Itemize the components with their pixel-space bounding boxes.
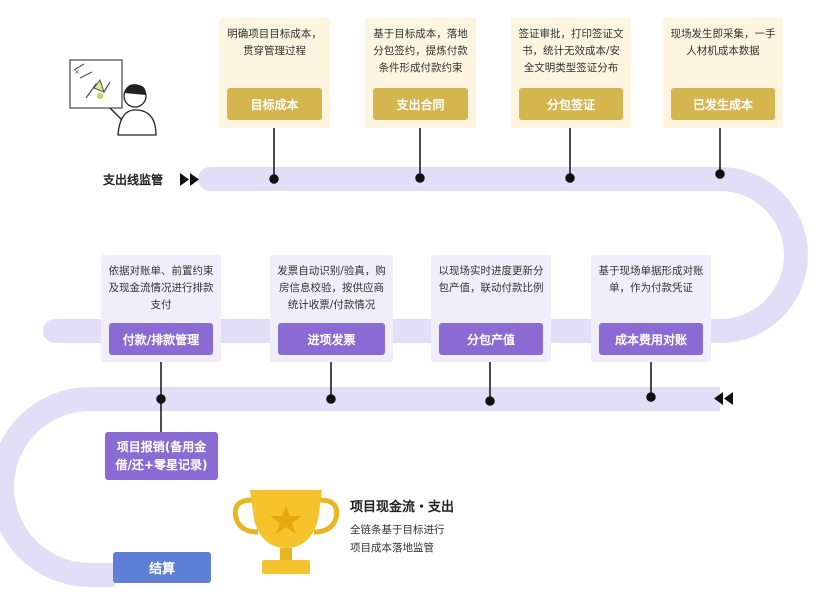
trophy-icon bbox=[232, 490, 340, 574]
input-invoice-button[interactable]: 进项发票 bbox=[278, 323, 385, 355]
settlement-button[interactable]: 结算 bbox=[113, 552, 211, 583]
card-payment-schedule: 依据对账单、前置约束 及现金流情况进行排款 支付 付款/排款管理 bbox=[101, 255, 221, 362]
card-description: 签证审批，打印签证文 书，统计无效成本/安 全文明类型签证分布 bbox=[518, 28, 624, 74]
back-arrows-icon bbox=[714, 392, 733, 405]
card-description: 以现场实时进度更新分 包产值，联动付款比例 bbox=[438, 265, 544, 294]
sub-output-button[interactable]: 分包产值 bbox=[439, 323, 543, 355]
line-label: 支出线监管 bbox=[103, 173, 164, 187]
card-description: 基于目标成本，落地 分包签约，提炼付款 条件形成付款约束 bbox=[373, 28, 468, 74]
person-at-board-icon: × bbox=[69, 59, 157, 136]
card-expense-contract: 基于目标成本，落地 分包签约，提炼付款 条件形成付款约束 支出合同 bbox=[365, 18, 476, 128]
sub-visa-button[interactable]: 分包签证 bbox=[519, 88, 623, 120]
process-track-lower bbox=[0, 387, 720, 587]
bottom-connectors bbox=[156, 362, 656, 432]
card-description: 明确项目目标成本， 贯穿管理过程 bbox=[227, 28, 322, 57]
card-sub-visa: 签证审批，打印签证文 书，统计无效成本/安 全文明类型签证分布 分包签证 bbox=[511, 18, 631, 128]
summary-description: 全链条基于目标进行 项目成本落地监管 bbox=[350, 524, 445, 554]
card-target-cost: 明确项目目标成本， 贯穿管理过程 目标成本 bbox=[219, 18, 330, 128]
card-description: 发票自动识别/验真，购 房信息校验，按供应商 统计收票/付款情况 bbox=[277, 265, 386, 311]
card-description: 依据对账单、前置约束 及现金流情况进行排款 支付 bbox=[108, 265, 214, 311]
card-incurred-cost: 现场发生即采集，一手 人材机成本数据 已发生成本 bbox=[663, 18, 783, 128]
target-cost-button[interactable]: 目标成本 bbox=[227, 88, 322, 120]
card-sub-output: 以现场实时进度更新分 包产值，联动付款比例 分包产值 bbox=[431, 255, 551, 362]
expense-contract-button[interactable]: 支出合同 bbox=[373, 88, 468, 120]
summary-title: 项目现金流・支出 bbox=[350, 500, 455, 515]
card-input-invoice: 发票自动识别/验真，购 房信息校验，按供应商 统计收票/付款情况 进项发票 bbox=[270, 255, 393, 362]
card-cost-reconciliation: 基于现场单据形成对账 单，作为付款凭证 成本费用对账 bbox=[591, 255, 711, 362]
forward-arrows-icon bbox=[180, 173, 199, 186]
svg-text:×: × bbox=[74, 68, 80, 76]
card-description: 现场发生即采集，一手 人材机成本数据 bbox=[670, 28, 776, 57]
process-track bbox=[43, 167, 808, 343]
card-description: 基于现场单据形成对账 单，作为付款凭证 bbox=[598, 265, 704, 294]
incurred-cost-button[interactable]: 已发生成本 bbox=[671, 88, 775, 120]
top-connectors bbox=[269, 128, 725, 184]
cost-reconciliation-button[interactable]: 成本费用对账 bbox=[599, 323, 703, 355]
payment-schedule-button[interactable]: 付款/排款管理 bbox=[109, 323, 213, 355]
reimbursement-button[interactable]: 项目报销(备用金 借/还+零星记录) bbox=[105, 432, 218, 480]
